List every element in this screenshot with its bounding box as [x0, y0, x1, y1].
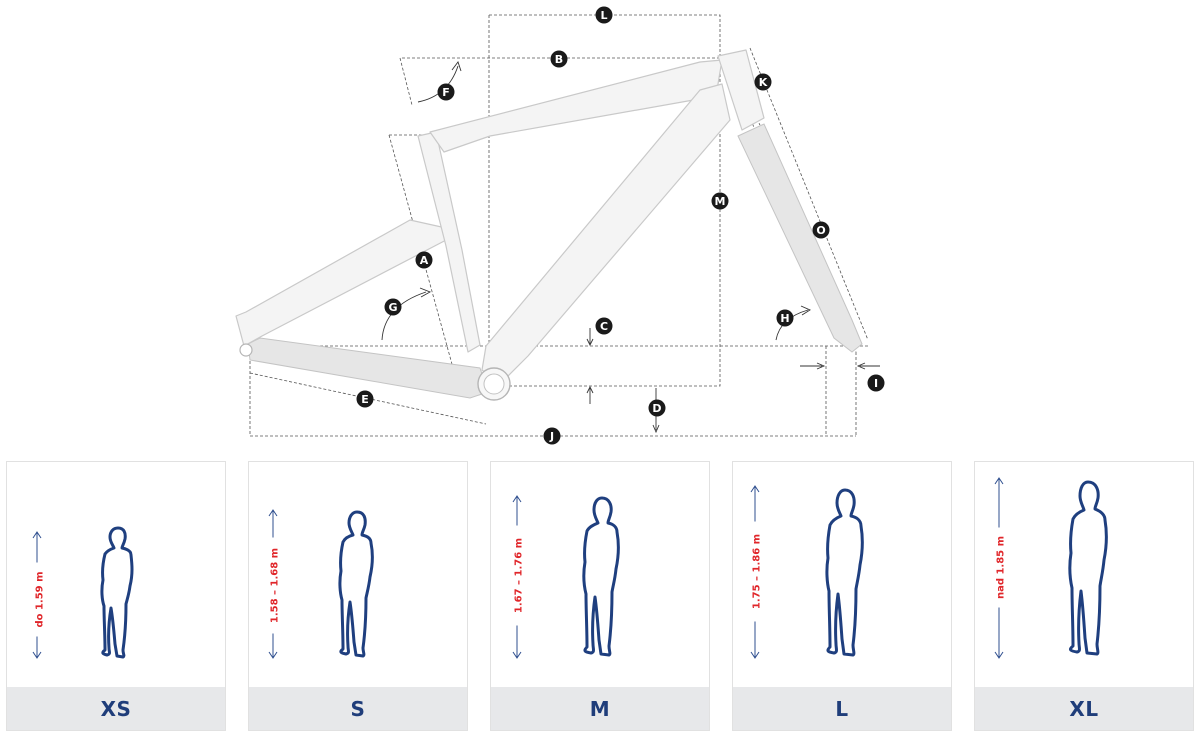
marker-F: F [437, 83, 455, 101]
svg-text:L: L [600, 9, 607, 22]
height-range-label: nad 1.85 m [995, 527, 1007, 608]
height-range-label: 1.67 – 1.76 m [513, 525, 525, 626]
svg-text:M: M [715, 195, 726, 208]
size-figure-area: do 1.59 m [7, 462, 225, 688]
size-figure-area: nad 1.85 m [975, 462, 1193, 688]
marker-I: I [867, 374, 885, 392]
bike-frame [235, 49, 863, 401]
marker-L: L [595, 6, 613, 24]
svg-text:D: D [652, 402, 661, 415]
person-silhouette-icon [338, 510, 374, 658]
person-silhouette-icon [1068, 480, 1108, 656]
person-silhouette-icon [100, 526, 134, 659]
size-card-s[interactable]: 1.58 – 1.68 m S [248, 461, 468, 731]
svg-text:I: I [874, 377, 878, 390]
marker-J: J [543, 427, 561, 445]
svg-text:O: O [816, 224, 825, 237]
size-card-xl[interactable]: nad 1.85 m XL [974, 461, 1194, 731]
person-silhouette-icon [825, 488, 864, 657]
marker-H: H [776, 309, 794, 327]
marker-O: O [812, 221, 830, 239]
marker-G: G [384, 298, 402, 316]
size-card-xs[interactable]: do 1.59 m XS [6, 461, 226, 731]
svg-text:C: C [600, 320, 608, 333]
marker-D: D [648, 399, 666, 417]
svg-text:E: E [361, 393, 369, 406]
svg-text:H: H [780, 312, 789, 325]
size-label: XS [7, 687, 225, 730]
size-figure-area: 1.75 – 1.86 m [733, 462, 951, 688]
svg-text:A: A [420, 254, 429, 267]
size-figure-area: 1.58 – 1.68 m [249, 462, 467, 688]
height-range-label: do 1.59 m [34, 562, 46, 637]
size-label: L [733, 687, 951, 730]
marker-C: C [595, 317, 613, 335]
svg-text:K: K [759, 76, 768, 89]
person-silhouette-icon [582, 496, 620, 657]
size-card-m[interactable]: 1.67 – 1.76 m M [490, 461, 710, 731]
size-card-l[interactable]: 1.75 – 1.86 m L [732, 461, 952, 731]
svg-text:J: J [549, 430, 554, 443]
svg-text:F: F [442, 86, 450, 99]
marker-B: B [550, 50, 568, 68]
height-range-label: 1.58 – 1.68 m [269, 537, 281, 634]
height-range-label: 1.75 – 1.86 m [751, 521, 763, 622]
svg-text:B: B [555, 53, 563, 66]
size-label: M [491, 687, 709, 730]
size-label: S [249, 687, 467, 730]
size-figure-area: 1.67 – 1.76 m [491, 462, 709, 688]
marker-E: E [356, 390, 374, 408]
marker-K: K [754, 73, 772, 91]
svg-text:G: G [388, 301, 397, 314]
marker-A: A [415, 251, 433, 269]
frame-geometry-diagram: L B F K M O A G C H I E D J [235, 6, 885, 445]
size-label: XL [975, 687, 1193, 730]
marker-M: M [711, 192, 729, 210]
size-cards: do 1.59 m XS 1.58 – 1.68 m S 1.67 – 1.76… [0, 461, 1200, 733]
